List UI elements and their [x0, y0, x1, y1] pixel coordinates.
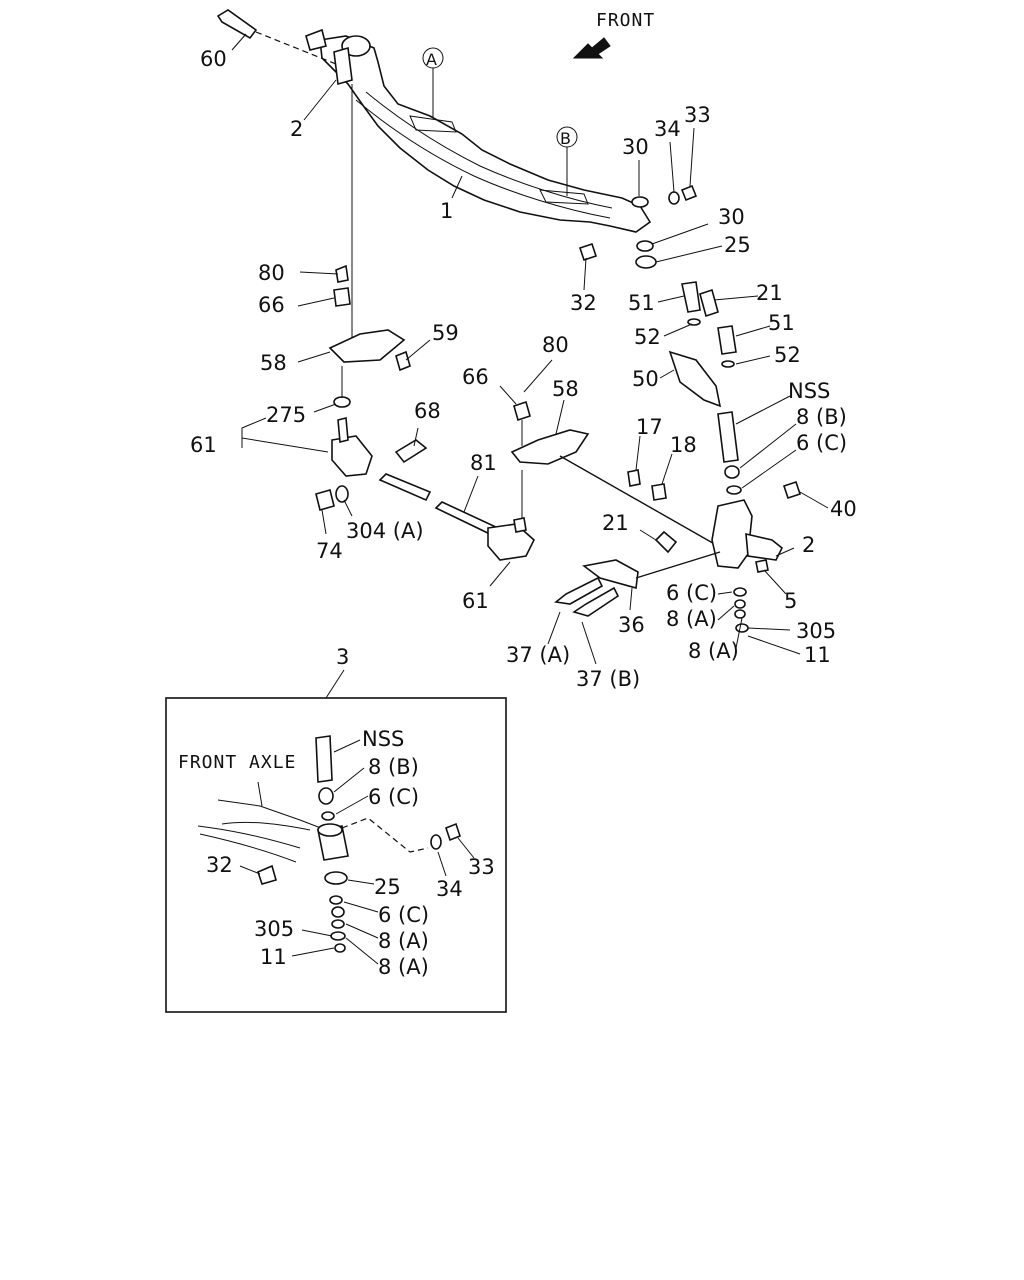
inset-label-8a: 8 (A) [378, 929, 429, 953]
label-51: 51 [628, 291, 655, 315]
label-58: 58 [552, 377, 579, 401]
svg-text:A: A [426, 50, 437, 69]
front-arrow-icon [572, 37, 611, 59]
tie-rod [378, 470, 535, 561]
inset-label-11: 11 [260, 945, 287, 969]
label-30: 30 [718, 205, 745, 229]
label-37a: 37 (A) [506, 643, 570, 667]
steering-bracket [668, 281, 737, 408]
label-66: 66 [258, 293, 285, 317]
label-40: 40 [830, 497, 857, 521]
bolt-60 [216, 9, 337, 65]
inset-detail-panel: FRONT AXLE NSS 8 [165, 697, 507, 1013]
inset-label-32: 32 [206, 853, 233, 877]
marker-b: B [556, 126, 578, 196]
label-nss: NSS [788, 379, 830, 403]
marker-a: A [422, 47, 444, 118]
inset-label-6c: 6 (C) [378, 903, 429, 927]
label-275: 275 [266, 403, 306, 427]
label-80: 80 [542, 333, 569, 357]
label-36: 36 [618, 613, 645, 637]
inset-label-25: 25 [374, 875, 401, 899]
center-drag-link [510, 400, 719, 547]
label-74: 74 [316, 539, 343, 563]
label-3: 3 [336, 645, 349, 669]
right-steering-knuckle [627, 411, 802, 633]
label-18: 18 [670, 433, 697, 457]
inset-label-8b: 8 (B) [368, 755, 419, 779]
inset-label-305: 305 [254, 917, 294, 941]
label-52: 52 [634, 325, 661, 349]
lower-steering-arm [554, 551, 721, 617]
label-80: 80 [258, 261, 285, 285]
label-21: 21 [602, 511, 629, 535]
inset-label-nss: NSS [362, 727, 404, 751]
inset-label-33: 33 [468, 855, 495, 879]
label-60: 60 [200, 47, 227, 71]
label-1: 1 [440, 199, 453, 223]
label-8b: 8 (B) [796, 405, 847, 429]
label-304a: 304 (A) [346, 519, 424, 543]
label-52: 52 [774, 343, 801, 367]
left-steering-arm-assembly [315, 264, 428, 511]
label-6c: 6 (C) [666, 581, 717, 605]
part-number-labels: 60 2 1 30 34 33 30 25 32 80 66 59 58 275… [190, 47, 857, 691]
label-5: 5 [784, 589, 797, 613]
label-8a: 8 (A) [688, 639, 739, 663]
inset-label-34: 34 [436, 877, 463, 901]
label-11: 11 [804, 643, 831, 667]
label-33: 33 [684, 103, 711, 127]
label-305: 305 [796, 619, 836, 643]
svg-text:B: B [560, 129, 571, 148]
label-61: 61 [190, 433, 217, 457]
leader-lines [231, 33, 829, 699]
label-58: 58 [260, 351, 287, 375]
label-8a: 8 (A) [666, 607, 717, 631]
label-32: 32 [570, 291, 597, 315]
label-21: 21 [756, 281, 783, 305]
label-30: 30 [622, 135, 649, 159]
right-knuckle-hardware [578, 184, 698, 269]
inset-label-8a: 8 (A) [378, 955, 429, 979]
label-81: 81 [470, 451, 497, 475]
label-37b: 37 (B) [576, 667, 640, 691]
label-17: 17 [636, 415, 663, 439]
label-68: 68 [414, 399, 441, 423]
label-50: 50 [632, 367, 659, 391]
label-34: 34 [654, 117, 681, 141]
label-2: 2 [802, 533, 815, 557]
label-6c: 6 (C) [796, 431, 847, 455]
label-51: 51 [768, 311, 795, 335]
label-59: 59 [432, 321, 459, 345]
axle-beam [305, 28, 652, 233]
label-25: 25 [724, 233, 751, 257]
front-label: FRONT [596, 10, 655, 31]
label-61: 61 [462, 589, 489, 613]
front-direction-indicator: FRONT [572, 10, 655, 59]
label-2: 2 [290, 117, 303, 141]
inset-title: FRONT AXLE [178, 752, 296, 773]
label-66: 66 [462, 365, 489, 389]
inset-label-6c: 6 (C) [368, 785, 419, 809]
